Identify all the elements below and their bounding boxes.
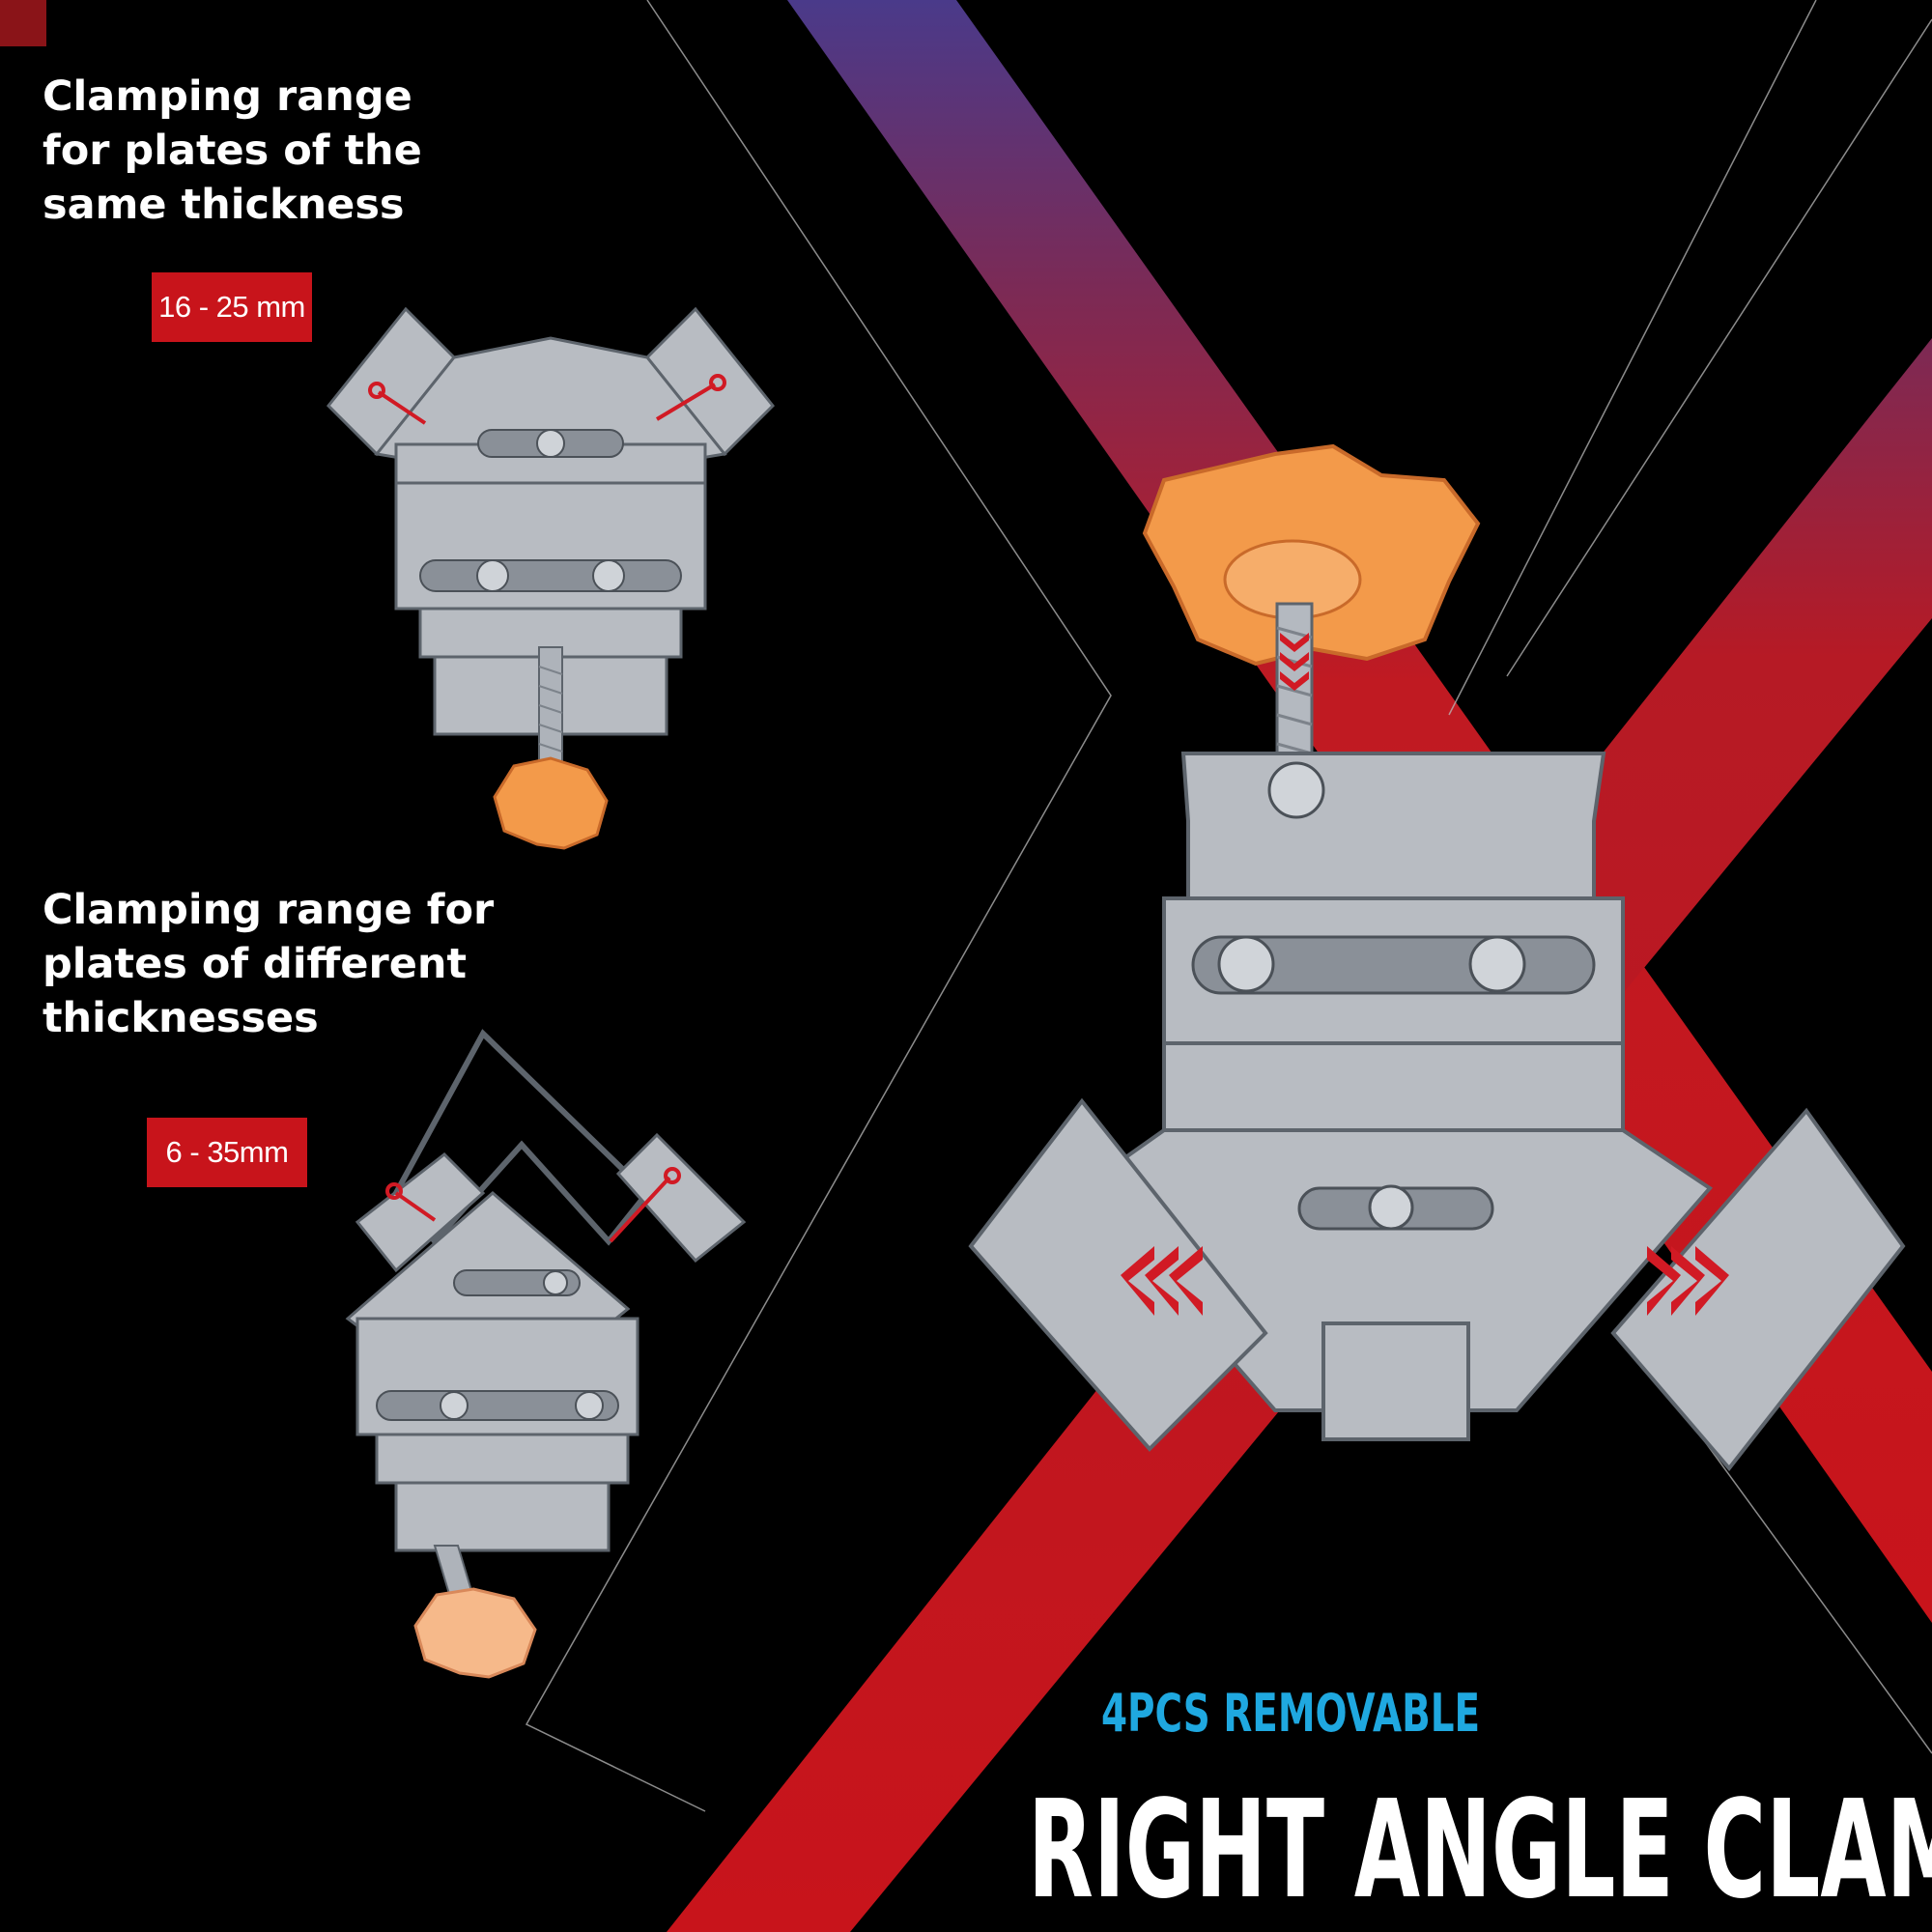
clamp-image-main (968, 443, 1906, 1472)
same-thickness-heading: Clamping range for plates of the same th… (43, 72, 422, 229)
thin-guide-lines (525, 0, 1932, 1812)
product-title: RIGHT ANGLE CLAMP (1028, 1772, 1932, 1929)
different-thickness-heading: Clamping range for plates of different t… (43, 886, 495, 1042)
product-subtitle: 4PCS REMOVABLE (1101, 1683, 1481, 1744)
clamp-image-different-thickness (345, 1029, 747, 1679)
corner-square (0, 0, 46, 46)
different-thickness-range-badge: 6 - 35mm (147, 1118, 307, 1187)
same-thickness-range-badge: 16 - 25 mm (152, 272, 312, 342)
pressure-arrows (1121, 633, 1729, 1316)
clamp-image-same-thickness (326, 306, 776, 850)
